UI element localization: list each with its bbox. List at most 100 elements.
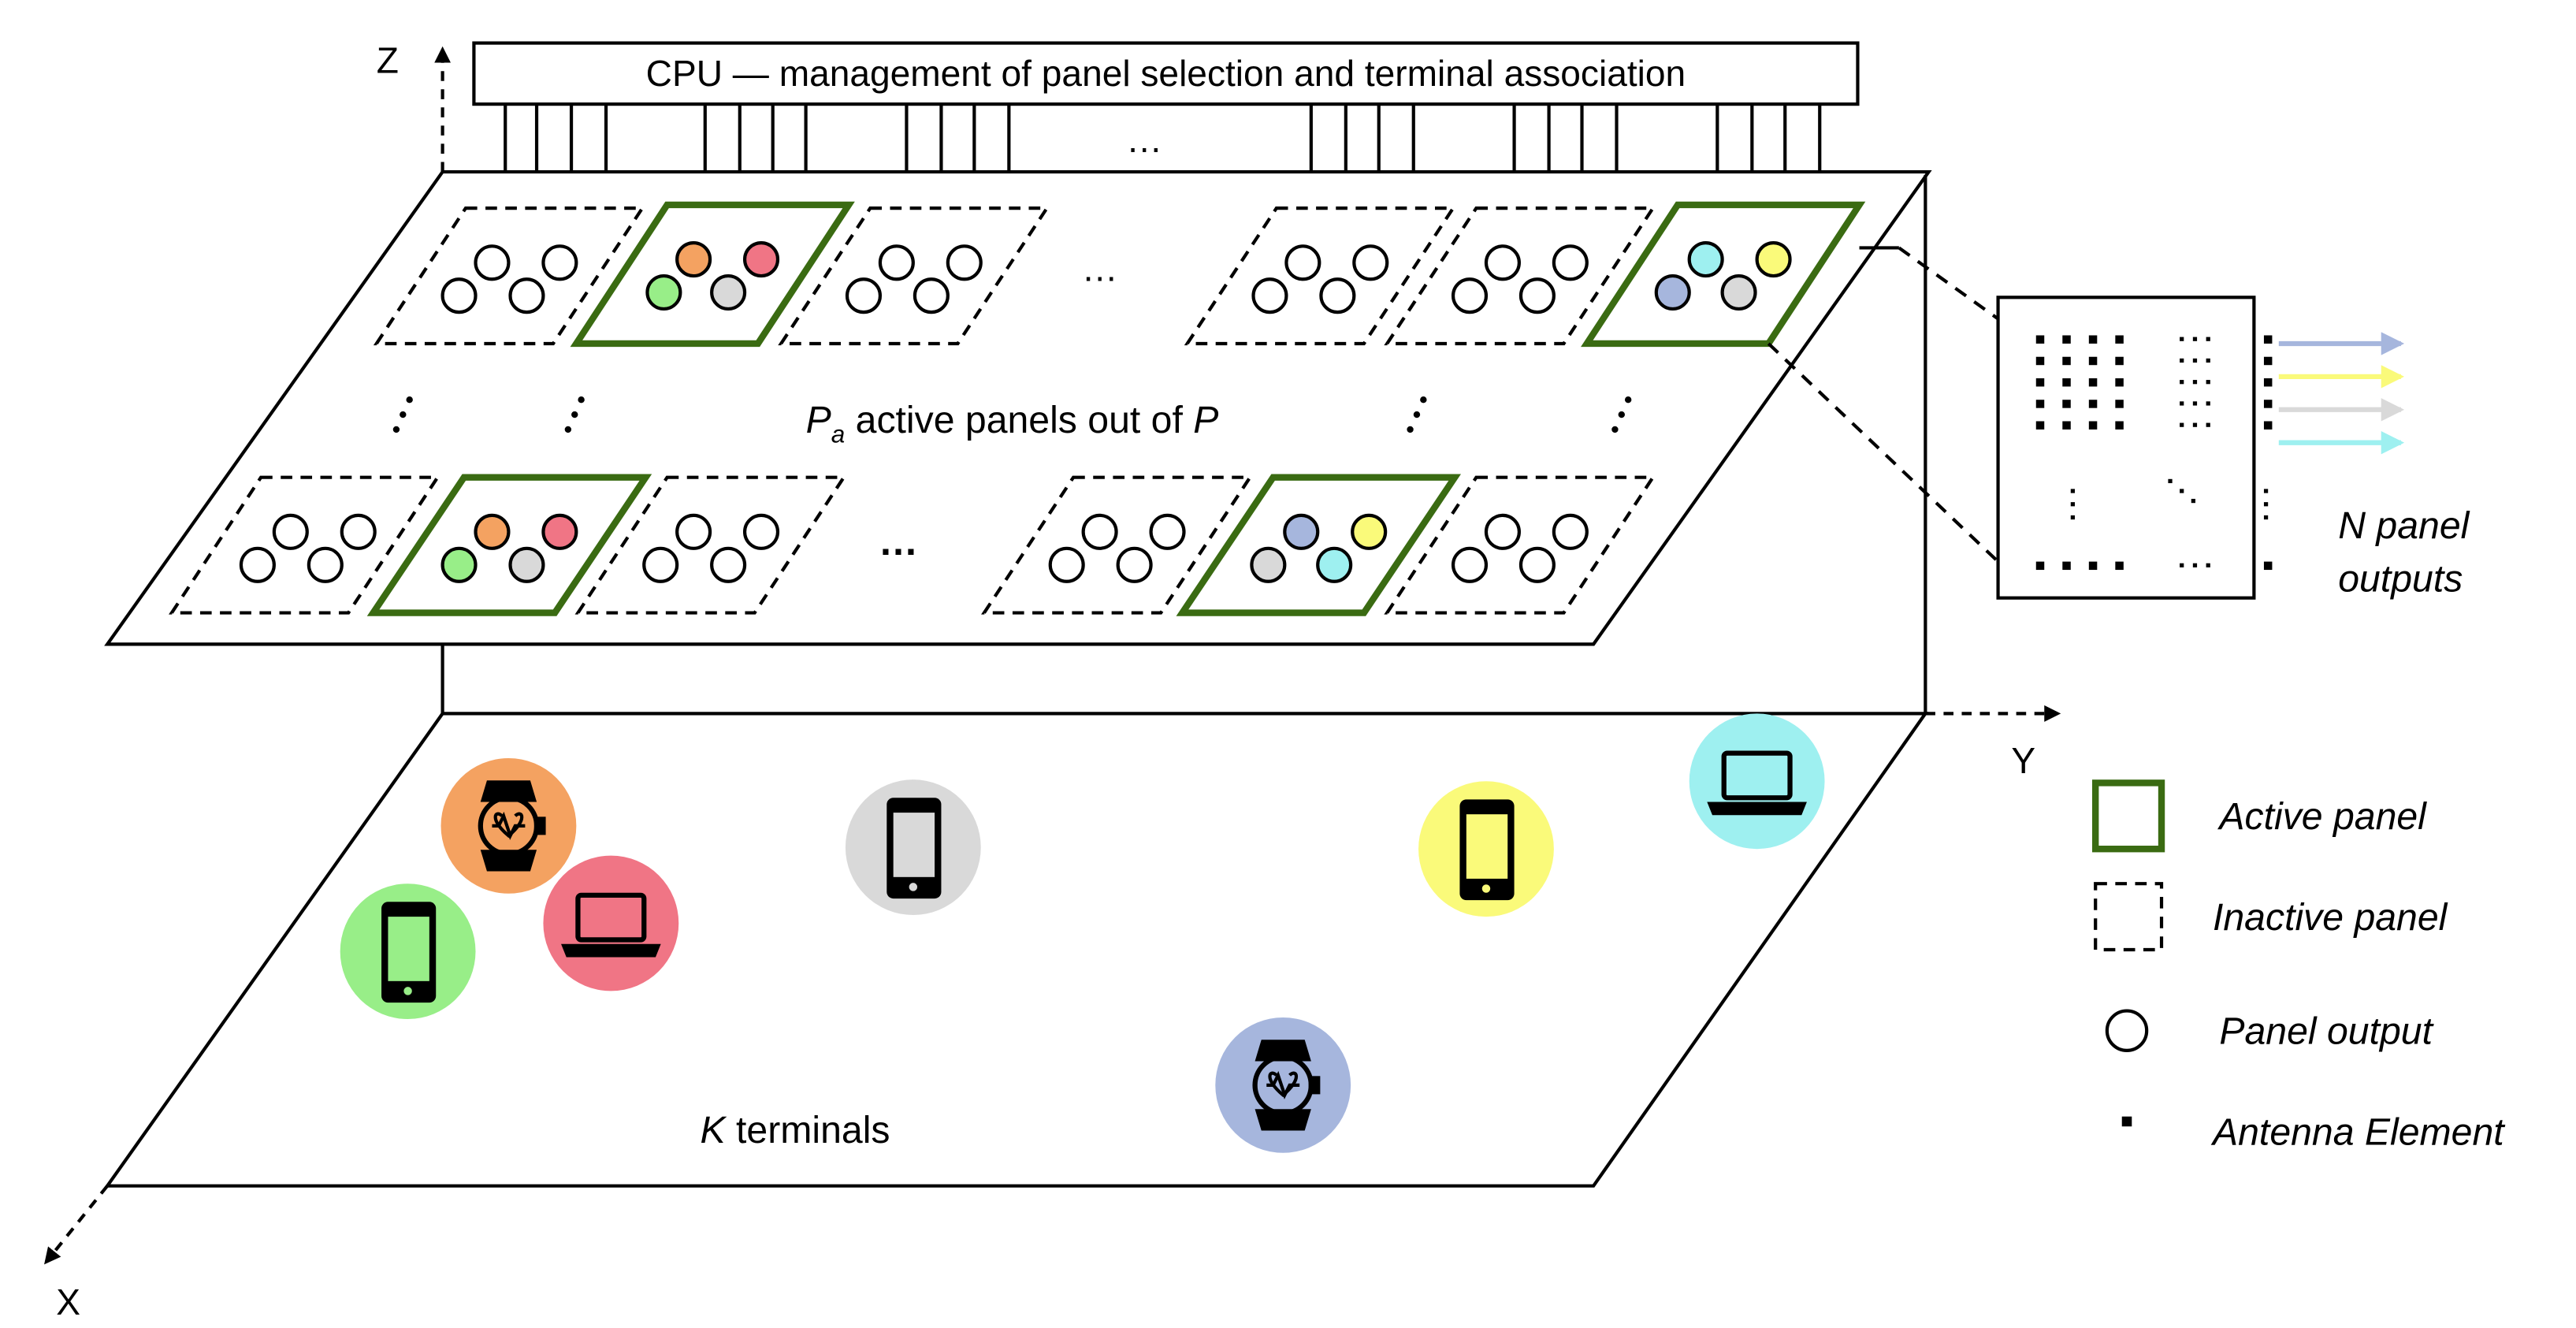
panel-output bbox=[1755, 241, 1792, 278]
terminal-yellow bbox=[1418, 781, 1554, 917]
smartphone-icon bbox=[887, 798, 942, 899]
legend-antenna-swatch bbox=[2121, 1116, 2132, 1127]
terminal-blue bbox=[1215, 1017, 1351, 1153]
legend-output-label: Panel output bbox=[2219, 1010, 2434, 1052]
panel-output bbox=[1351, 513, 1388, 550]
panel-output bbox=[1283, 513, 1320, 550]
panel-output bbox=[845, 277, 883, 314]
z-axis: Z bbox=[377, 39, 452, 173]
panel-output bbox=[1484, 244, 1521, 281]
terminal-orange bbox=[440, 757, 577, 894]
panel-output bbox=[307, 546, 344, 583]
panel-output bbox=[742, 241, 780, 278]
zoom-lines bbox=[1767, 246, 2000, 564]
inactive-panel bbox=[373, 206, 646, 346]
panel-output bbox=[1316, 546, 1353, 583]
zoom-caption: N panel outputs bbox=[2338, 504, 2479, 600]
panel-output bbox=[913, 277, 950, 314]
panel-output bbox=[239, 546, 276, 583]
panel-output bbox=[675, 241, 712, 278]
panel-output bbox=[1451, 546, 1489, 583]
panel-output bbox=[1116, 546, 1153, 583]
smartphone-icon bbox=[1459, 799, 1515, 901]
panel-output bbox=[1552, 244, 1589, 281]
vertical-ellipses bbox=[392, 396, 1632, 433]
terminals-caption: K terminals bbox=[700, 1109, 890, 1151]
panel-output bbox=[340, 513, 377, 550]
inactive-panel bbox=[778, 206, 1050, 346]
panel-output bbox=[1687, 241, 1724, 278]
smartwatch-icon bbox=[478, 780, 546, 872]
panel-output bbox=[1451, 277, 1489, 314]
panel-output bbox=[710, 546, 747, 583]
panel-output bbox=[541, 513, 578, 550]
active-panel bbox=[1581, 201, 1866, 348]
panel-output-arrows bbox=[2278, 332, 2405, 455]
panel-output bbox=[272, 513, 309, 550]
smartphone-icon bbox=[381, 902, 437, 1003]
panel-output bbox=[645, 273, 682, 311]
x-axis-label: X bbox=[56, 1282, 80, 1322]
panel-output bbox=[440, 546, 478, 583]
panel-output bbox=[1250, 546, 1287, 583]
active-panel bbox=[570, 201, 855, 348]
panel-output bbox=[1720, 273, 1757, 311]
panel-row-ellipsis: … bbox=[1082, 247, 1118, 288]
panel-output bbox=[1081, 513, 1118, 550]
terminal-gray bbox=[845, 779, 981, 916]
panel-output bbox=[675, 513, 712, 550]
cpu-lines-ellipsis: … bbox=[1126, 119, 1162, 160]
legend: Active panel Inactive panel Panel output… bbox=[2092, 779, 2506, 1153]
panel-output bbox=[1552, 513, 1589, 550]
terminal-cyan bbox=[1689, 713, 1825, 850]
panel-output bbox=[878, 244, 915, 281]
inactive-panel bbox=[1384, 206, 1656, 346]
inactive-panel bbox=[1184, 206, 1456, 346]
legend-antenna-label: Antenna Element bbox=[2210, 1110, 2506, 1153]
y-axis: Y bbox=[1925, 705, 2061, 781]
panel-row-ellipsis: … bbox=[879, 519, 918, 564]
inactive-panel bbox=[981, 475, 1254, 615]
panel-output bbox=[508, 277, 545, 314]
smartwatch-icon bbox=[1252, 1040, 1321, 1131]
panel-zoom-box bbox=[1996, 296, 2273, 600]
panel-output bbox=[1654, 273, 1691, 311]
panel-output bbox=[1518, 546, 1556, 583]
active-panel bbox=[366, 474, 652, 616]
panel-output bbox=[1251, 277, 1288, 314]
legend-active-swatch bbox=[2092, 779, 2165, 853]
panel-output bbox=[440, 277, 478, 314]
panel-output bbox=[1048, 546, 1085, 583]
panel-output bbox=[1484, 513, 1521, 550]
laptop-icon bbox=[561, 892, 661, 958]
panel-output bbox=[742, 513, 780, 550]
panel-output bbox=[1352, 244, 1389, 281]
x-axis: X bbox=[44, 1185, 109, 1322]
panels-caption: Pa active panels out of P bbox=[806, 399, 1219, 448]
inactive-panel bbox=[169, 475, 441, 615]
active-panel bbox=[1176, 474, 1462, 616]
panel-output bbox=[642, 546, 679, 583]
terminal-green bbox=[340, 883, 476, 1020]
z-axis-label: Z bbox=[377, 39, 399, 80]
panel-output bbox=[1319, 277, 1356, 314]
panel-output bbox=[1284, 244, 1321, 281]
legend-output-swatch bbox=[2105, 1009, 2149, 1052]
cpu-box: CPU — management of panel selection and … bbox=[472, 41, 1860, 106]
cpu-connection-lines bbox=[504, 104, 1822, 173]
panel-output bbox=[508, 546, 545, 583]
panel-output bbox=[474, 513, 511, 550]
legend-inactive-swatch bbox=[2094, 882, 2164, 952]
inactive-panel bbox=[1384, 475, 1656, 615]
laptop-icon bbox=[1707, 750, 1807, 816]
panel-output bbox=[541, 244, 578, 281]
panel-output bbox=[1149, 513, 1186, 550]
terminal-red bbox=[543, 855, 679, 991]
panel-output bbox=[946, 244, 983, 281]
y-axis-label: Y bbox=[2011, 740, 2035, 781]
cpu-label: CPU — management of panel selection and … bbox=[646, 53, 1686, 94]
panel-output bbox=[474, 244, 511, 281]
legend-inactive-label: Inactive panel bbox=[2213, 896, 2448, 939]
antenna-element-grid bbox=[2035, 335, 2273, 571]
